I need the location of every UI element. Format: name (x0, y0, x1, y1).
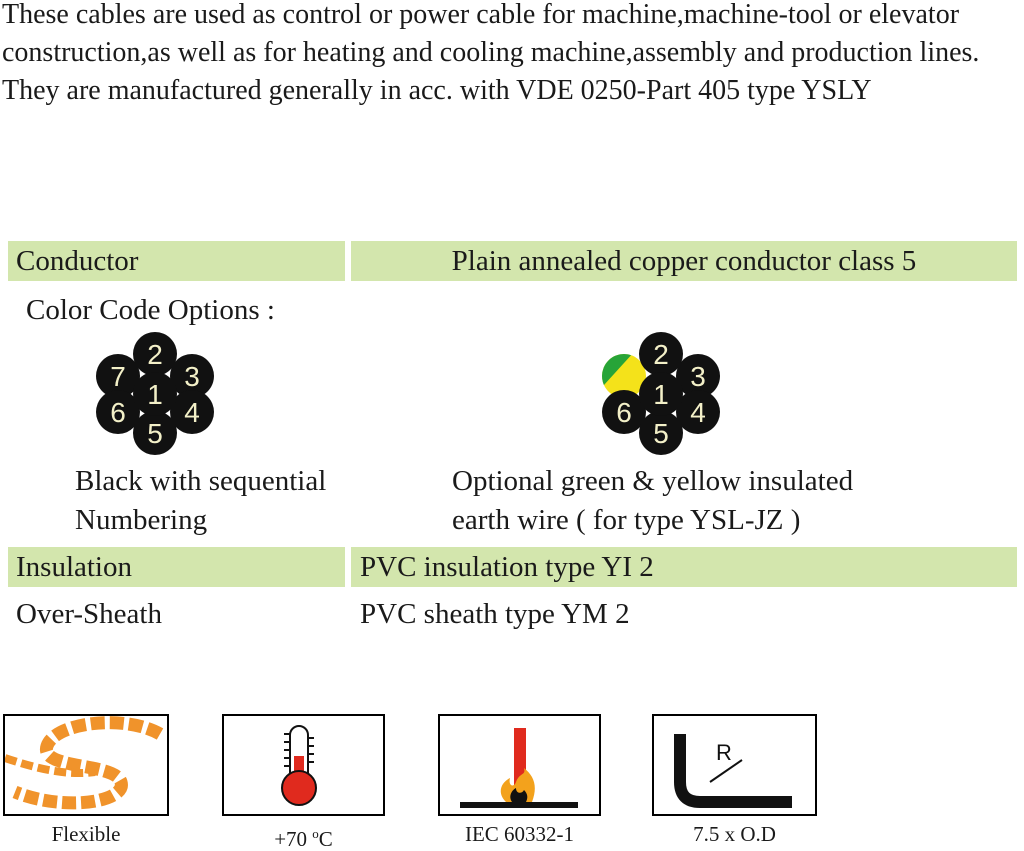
core-6: 6 (96, 390, 140, 434)
core-6-number: 6 (110, 397, 126, 428)
core-4-number: 4 (690, 397, 706, 428)
conductor-value: Plain annealed copper conductor class 5 (451, 245, 917, 277)
sheath-label: Over-Sheath (16, 598, 162, 630)
core-5: 5 (133, 411, 177, 455)
flame-test-icon (460, 728, 578, 808)
core-5-number: 5 (147, 418, 163, 449)
bend-label: 7.5 x O.D (693, 822, 776, 846)
core-4: 4 (676, 390, 720, 434)
temperature-unit: C (318, 827, 333, 851)
core-4-number: 4 (184, 397, 200, 428)
insulation-value-band: PVC insulation type YI 2 (351, 547, 1017, 587)
flame-icon-box (438, 714, 601, 816)
temperature-value: +70 (274, 827, 313, 851)
insulation-label: Insulation (16, 551, 132, 583)
core-6: 6 (602, 390, 646, 434)
conductor-label: Conductor (16, 245, 139, 277)
core-1-number: 1 (653, 379, 669, 410)
core-1: 1 (133, 372, 177, 416)
core-2: 2 (639, 332, 683, 376)
temperature-icon-box (222, 714, 385, 816)
core-5: 5 (639, 411, 683, 455)
conductor-value-band: Plain annealed copper conductor class 5 (351, 241, 1017, 281)
core-2-number: 2 (147, 339, 163, 370)
core-2: 2 (133, 332, 177, 376)
intro-paragraph: These cables are used as control or powe… (2, 0, 980, 106)
core-3-number: 3 (690, 361, 706, 392)
core-1-number: 1 (147, 379, 163, 410)
core-3-number: 3 (184, 361, 200, 392)
flame-label: IEC 60332-1 (464, 822, 575, 846)
option-left-line2: Numbering (75, 504, 208, 536)
core-4: 4 (170, 390, 214, 434)
option-right-line1: Optional green & yellow insulated (452, 465, 854, 497)
temperature-label: +70 oC (222, 822, 385, 851)
flexible-icon-box (3, 714, 169, 816)
flexible-rope-icon (3, 716, 164, 810)
degree-sign: o (312, 826, 319, 841)
insulation-value: PVC insulation type YI 2 (360, 551, 654, 583)
core-2-number: 2 (653, 339, 669, 370)
option-left-caption: Black with sequential Numbering (75, 462, 326, 540)
core-7-number: 7 (110, 361, 126, 392)
option-left-line1: Black with sequential (75, 465, 327, 497)
color-code-diagram-earth: 2 3 6 4 5 1 (602, 332, 720, 455)
thermometer-icon (281, 725, 317, 806)
color-code-diagram-sequential: 7 2 3 6 4 5 1 (96, 332, 214, 455)
core-3: 3 (170, 354, 214, 398)
color-code-title: Color Code Options : (26, 294, 275, 326)
option-right-caption: Optional green & yellow insulated earth … (452, 462, 853, 540)
insulation-label-band: Insulation (8, 547, 345, 587)
sheath-value: PVC sheath type YM 2 (360, 598, 630, 630)
option-right-line2: earth wire ( for type YSL-JZ ) (452, 504, 801, 536)
core-6-number: 6 (616, 397, 632, 428)
core-3: 3 (676, 354, 720, 398)
flexible-label: Flexible (51, 822, 121, 846)
bend-radius-icon: R (674, 734, 792, 808)
conductor-label-band: Conductor (8, 241, 345, 281)
bend-radius-symbol: R (716, 740, 732, 765)
core-5-number: 5 (653, 418, 669, 449)
core-1: 1 (639, 372, 683, 416)
bend-icon-box: R (652, 714, 817, 816)
core-7: 7 (96, 354, 140, 398)
